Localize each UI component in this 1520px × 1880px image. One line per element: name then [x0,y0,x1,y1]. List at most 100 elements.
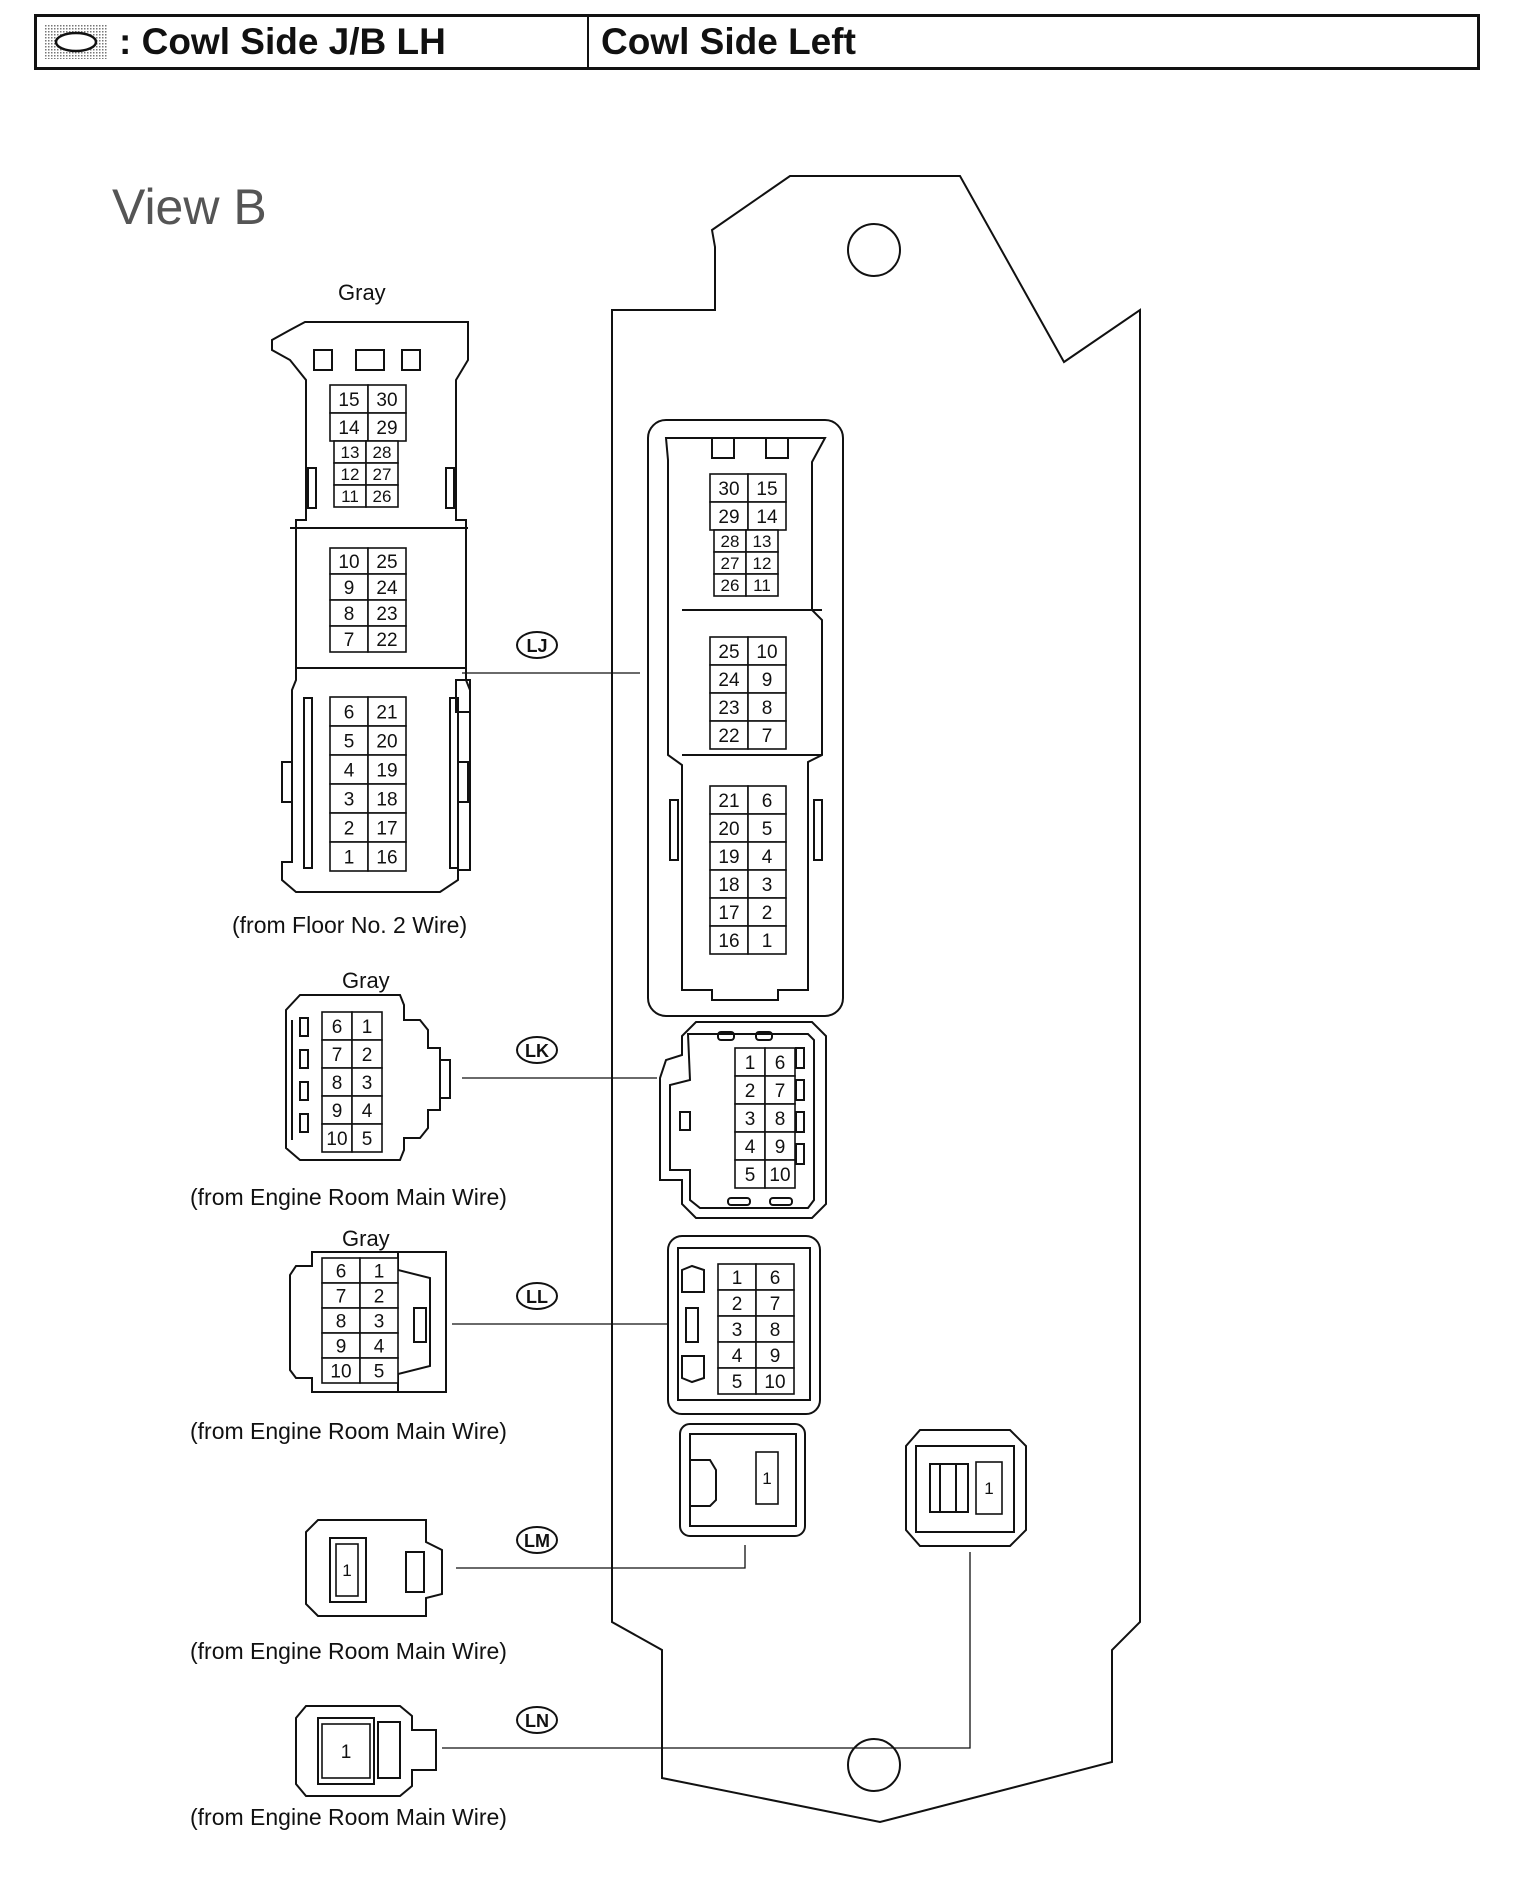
lk-plug-pin-2: 2 [362,1045,373,1066]
ll-plug-pin-9: 9 [336,1336,347,1357]
location-name: Cowl Side Left [601,21,856,62]
lj-plug-pin-22-cell [367,625,407,653]
ll-plug-pin-5: 5 [374,1361,385,1382]
lj-plug-pin-15-cell [329,384,369,414]
lj-jack-pin-30: 30 [718,479,739,500]
lj-plug-pin-19-cell [367,754,407,785]
ll-jack-pin-4: 4 [732,1346,743,1367]
lj-plug-housing [271,321,471,893]
connector-code-lm: LM [524,1531,550,1551]
lj-jack-pin-8-cell [747,692,787,722]
lj-plug-pin-19: 19 [376,760,397,781]
lk-jack-pin-5-cell [734,1159,766,1189]
ll-jack-pin-10-cell [755,1367,795,1395]
lj-plug-pin-6: 6 [344,702,355,723]
ln-plug-pin-1-cell [321,1723,371,1779]
ll-jack-pin-4-cell [717,1341,757,1369]
lk-plug-pin-1-cell [351,1011,383,1041]
lk-jack-pin-7-cell [764,1075,796,1105]
lj-jack-pin-22: 22 [718,726,739,747]
ll-plug-pin-6: 6 [336,1261,347,1282]
lj-jack-pin-13: 13 [753,532,772,551]
ll-plug-pin-2: 2 [374,1286,385,1307]
lj-plug-pin-28: 28 [373,443,392,462]
lk-jack-pin-8-cell [764,1103,796,1133]
lj-jack-pin-5-cell [747,813,787,843]
lk-plug-pin-7: 7 [332,1045,343,1066]
lj-jack-pin-8: 8 [762,698,773,719]
lj-jack-pin-4-cell [747,841,787,871]
lj-jack-pin-20-cell [709,813,749,843]
lj-plug-pin-21: 21 [376,702,397,723]
lj-jack-pin-7: 7 [762,726,773,747]
connector-code-lj: LJ [526,636,547,656]
lj-jack-pin-11-cell [745,573,779,597]
lj-plug-pin-21-cell [367,696,407,727]
lj-plug-pin-15: 15 [338,390,359,411]
lj-plug-pin-16-cell [367,841,407,872]
mounting-hole-top [847,223,901,277]
ll-jack-pin-8-cell [755,1315,795,1343]
ll-plug-pin-1-cell [359,1257,399,1284]
ln-jack-housing [905,1429,1027,1547]
lj-plug-pin-20-cell [367,725,407,756]
lk-jack-pin-9-cell [764,1131,796,1161]
lj-plug-pin-2-cell [329,812,369,843]
lj-jack-pin-21: 21 [718,791,739,812]
junction-block-outline [611,175,1141,1824]
lm-plug-housing [305,1519,443,1617]
lj-jack-pin-23-cell [709,692,749,722]
lj-jack-pin-12: 12 [753,554,772,573]
lj-plug-pin-1: 1 [344,847,355,868]
ll-plug-pin-1: 1 [374,1261,385,1282]
lj-jack-pin-9: 9 [762,670,773,691]
ll-plug-pin-8: 8 [336,1311,347,1332]
ll-jack-pin-7-cell [755,1289,795,1317]
lj-jack-pin-7-cell [747,720,787,750]
connector-code-lk: LK [525,1041,549,1061]
lj-plug-pin-18-cell [367,783,407,814]
lk-plug-pin-4-cell [351,1095,383,1125]
lj-plug-pin-27: 27 [373,465,392,484]
lk-jack-pin-8: 8 [775,1109,786,1130]
lj-plug-pin-25-cell [367,547,407,575]
lj-plug-pin-26-cell [365,484,399,508]
ln-jack-pin-1: 1 [984,1479,993,1498]
lj-plug-pin-2: 2 [344,818,355,839]
connector-code-ll: LL [526,1287,548,1307]
lj-plug-pin-5: 5 [344,731,355,752]
lk-plug-pin-9: 9 [332,1101,343,1122]
leader-ln [442,1552,971,1749]
lj-plug-pin-23: 23 [376,604,397,625]
lj-plug-pin-3-cell [329,783,369,814]
connector-badge-ll: LL [516,1282,558,1310]
lj-jack-pin-24: 24 [718,670,740,691]
title-cell-left: : Cowl Side J/B LH [37,17,589,67]
lj-jack-pin-15-cell [747,473,787,503]
lk-jack-pin-2: 2 [745,1081,756,1102]
lj-jack-pin-2: 2 [762,903,773,924]
lj-jack-pin-20: 20 [718,819,739,840]
lj-plug-pin-22: 22 [376,630,397,651]
lj-color-label: Gray [338,280,386,305]
ll-plug-pin-4-cell [359,1332,399,1359]
lk-plug-pin-10-cell [321,1123,353,1153]
ll-jack-pin-6-cell [755,1263,795,1291]
lj-jack-pin-18: 18 [718,875,739,896]
lm-jack-housing [679,1423,806,1537]
lj-plug-pin-26: 26 [373,487,392,506]
lk-jack-pin-7: 7 [775,1081,786,1102]
lk-plug-pin-4: 4 [362,1101,373,1122]
lj-jack-pin-9-cell [747,664,787,694]
ll-jack-pin-6: 6 [770,1268,781,1289]
view-label: View B [112,179,267,235]
lj-jack-pin-17: 17 [718,903,739,924]
lj-plug-pin-11: 11 [341,487,359,506]
ll-plug-pin-4: 4 [374,1336,385,1357]
title-cell-right: Cowl Side Left [589,17,1477,67]
lj-plug-pin-18: 18 [376,789,397,810]
lk-jack-pin-10-cell [764,1159,796,1189]
lk-plug-pin-8: 8 [332,1073,343,1094]
ll-plug-pin-5-cell [359,1357,399,1384]
